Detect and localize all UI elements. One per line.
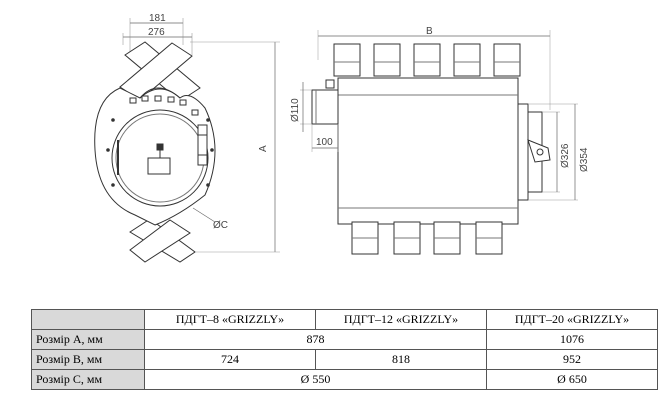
cell-a-pdgt-8-12: 878 xyxy=(144,329,487,350)
row-label-c: Розмір С, мм xyxy=(31,369,145,390)
dim-181-label: 181 xyxy=(149,13,166,24)
row-label-a: Розмір А, мм xyxy=(31,329,145,350)
front-view xyxy=(94,18,280,263)
table-corner-cell xyxy=(31,309,145,330)
cell-b-pdgt-20: 952 xyxy=(486,349,658,370)
side-view xyxy=(300,30,578,255)
table-header-row: ПДГТ–8 «GRIZZLY» ПДГТ–12 «GRIZZLY» ПДГТ–… xyxy=(31,309,658,330)
cell-a-pdgt-20: 1076 xyxy=(486,329,658,350)
dim-110-label: Ø110 xyxy=(290,98,301,122)
table-row: Розмір С, мм Ø 550 Ø 650 xyxy=(31,369,658,390)
cell-b-pdgt-12: 818 xyxy=(315,349,487,370)
dim-354-label: Ø354 xyxy=(579,147,590,172)
dim-b-label: B xyxy=(426,26,433,37)
table-row: Розмір А, мм 878 1076 xyxy=(31,329,658,350)
dim-326-label: Ø326 xyxy=(560,143,571,168)
row-label-b: Розмір В, мм xyxy=(31,349,145,370)
header-pdgt-12: ПДГТ–12 «GRIZZLY» xyxy=(315,309,487,330)
cell-b-pdgt-8: 724 xyxy=(144,349,316,370)
dim-c-label: ØC xyxy=(213,220,228,231)
header-pdgt-8: ПДГТ–8 «GRIZZLY» xyxy=(144,309,316,330)
cell-c-pdgt-8-12: Ø 550 xyxy=(144,369,487,390)
dim-a-label: A xyxy=(258,145,269,152)
table-row: Розмір В, мм 724 818 952 xyxy=(31,349,658,370)
header-pdgt-20: ПДГТ–20 «GRIZZLY» xyxy=(486,309,658,330)
dim-100-label: 100 xyxy=(316,137,333,148)
dim-276-label: 276 xyxy=(148,27,165,38)
stove-technical-drawing: 181 276 A ØC xyxy=(94,13,590,263)
dimensions-table: ПДГТ–8 «GRIZZLY» ПДГТ–12 «GRIZZLY» ПДГТ–… xyxy=(31,309,658,390)
cell-c-pdgt-20: Ø 650 xyxy=(486,369,658,390)
